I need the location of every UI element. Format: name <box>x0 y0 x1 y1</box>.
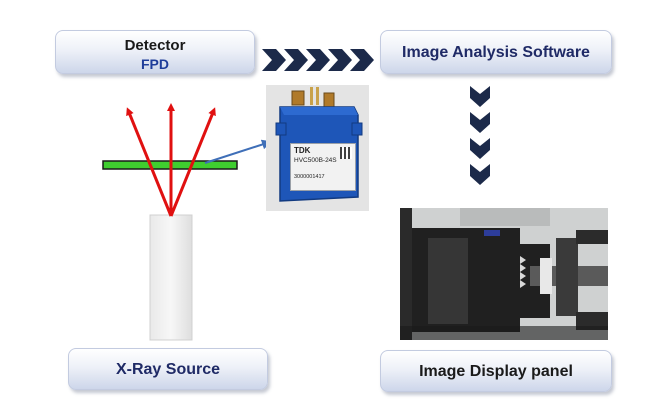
xray-beam-right <box>169 107 216 217</box>
xray-display-image <box>400 208 608 340</box>
xray-beams <box>126 103 216 217</box>
chevron-down-icon <box>470 86 490 107</box>
detector-subtitle: FPD <box>141 56 169 72</box>
chevrons-horizontal <box>262 49 374 71</box>
chevron-down-icon <box>470 164 490 185</box>
component-photo: TDK HVC500B-24S 3000001417 <box>266 85 369 211</box>
chevron-down-icon <box>470 112 490 133</box>
pointer-arrow <box>204 139 272 164</box>
xray-source-box: X-Ray Source <box>68 348 268 390</box>
component-label: TDK HVC500B-24S 3000001417 <box>290 143 356 191</box>
chevrons-vertical <box>470 86 490 185</box>
detector-box: Detector FPD <box>55 30 255 74</box>
software-box: Image Analysis Software <box>380 30 612 74</box>
chevron-right-icon <box>284 49 308 71</box>
component-model: HVC500B-24S <box>294 157 337 164</box>
display-panel-box: Image Display panel <box>380 350 612 392</box>
chevron-down-icon <box>470 138 490 159</box>
xray-source-block <box>149 214 193 341</box>
component-brand: TDK <box>294 146 311 155</box>
chevron-right-icon <box>306 49 330 71</box>
qr-code-icon <box>340 147 352 159</box>
detector-title: Detector <box>124 37 186 54</box>
chevron-right-icon <box>328 49 352 71</box>
chevron-right-icon <box>350 49 374 71</box>
xray-beam-left <box>126 107 173 217</box>
component-serial: 3000001417 <box>294 174 325 180</box>
chevron-right-icon <box>262 49 286 71</box>
